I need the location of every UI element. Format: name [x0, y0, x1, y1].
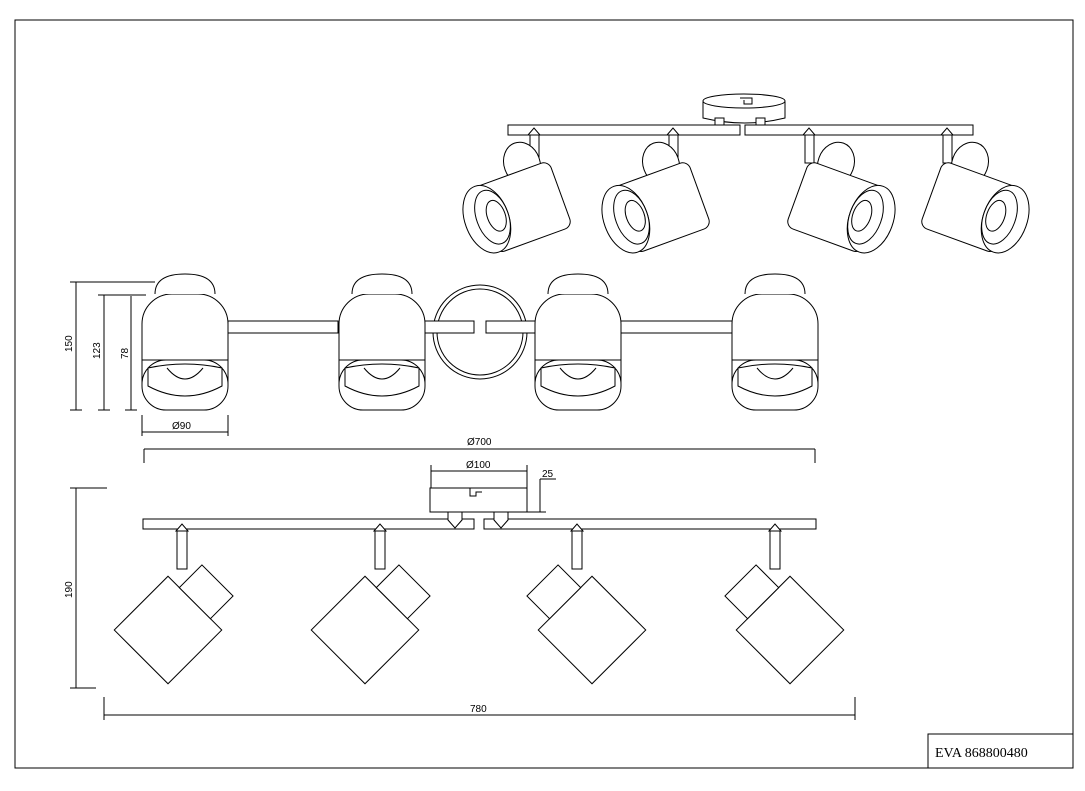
front-view	[113, 487, 845, 685]
svg-text:Ø700: Ø700	[467, 437, 492, 448]
title-block-text: EVA 868800480	[935, 746, 1028, 761]
svg-text:Ø100: Ø100	[466, 460, 491, 471]
svg-text:25: 25	[542, 469, 554, 480]
dim-height-190: 190	[64, 487, 107, 689]
svg-text:190: 190	[64, 581, 75, 598]
dim-shade-diameter: Ø90	[141, 415, 229, 436]
title-block: EVA 868800480	[927, 733, 1074, 769]
dim-width-780: 780	[103, 697, 856, 720]
dim-overall-diameter: Ø700	[143, 437, 816, 463]
dim-canopy-diameter: Ø100	[430, 460, 528, 488]
dim-canopy-height: 25	[527, 469, 556, 513]
top-view	[141, 273, 819, 411]
dim-height-150: 150	[64, 281, 155, 411]
svg-text:78: 78	[120, 347, 131, 359]
dim-height-78: 78	[120, 296, 137, 411]
drawing-border	[14, 19, 1074, 769]
svg-text:780: 780	[470, 704, 487, 715]
perspective-view	[444, 93, 1048, 262]
dim-height-123: 123	[92, 294, 146, 411]
svg-text:123: 123	[92, 342, 103, 359]
svg-text:Ø90: Ø90	[172, 421, 191, 432]
svg-text:150: 150	[64, 335, 75, 352]
